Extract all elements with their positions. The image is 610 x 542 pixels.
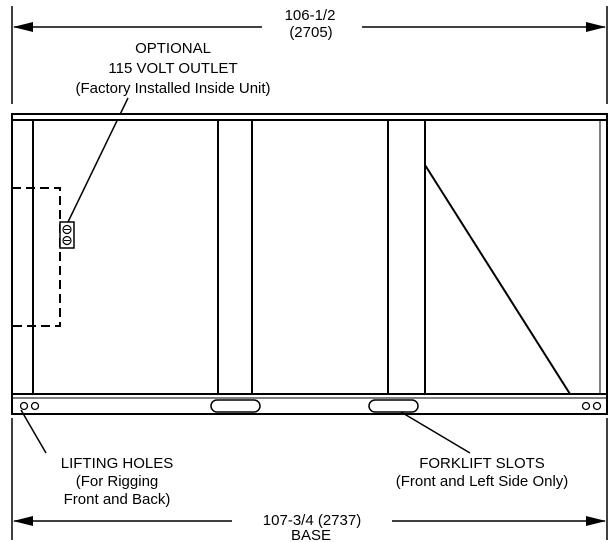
- diagonal-brace: [424, 164, 571, 395]
- base-width-label: 107-3/4 (2737): [263, 512, 361, 529]
- outlet-callout: OPTIONAL 115 VOLT OUTLET (Factory Instal…: [67, 40, 271, 223]
- lifting-hole-icon: [581, 401, 591, 411]
- lifting-holes-line2: (For Rigging: [76, 473, 159, 490]
- hidden-outlet-box: [12, 187, 61, 327]
- top-width-metric-label: (2705): [289, 24, 332, 41]
- lifting-hole-icon: [30, 401, 40, 411]
- forklift-slots-callout: FORKLIFT SLOTS (Front and Left Side Only…: [396, 455, 569, 490]
- lifting-holes-line1: LIFTING HOLES: [61, 455, 174, 472]
- lifting-holes-callout: LIFTING HOLES (For Rigging Front and Bac…: [61, 455, 174, 508]
- top-dim-arrow-left: [13, 22, 33, 32]
- lifting-hole-icon: [19, 401, 29, 411]
- unit-outline: [11, 119, 608, 395]
- lifting-hole-icon: [592, 401, 602, 411]
- lifting-holes-line3: Front and Back): [64, 491, 171, 508]
- base-rail: [11, 393, 608, 415]
- top-dimension: 106-1/2 (2705): [11, 6, 608, 104]
- outlet-callout-line2: 115 VOLT OUTLET: [108, 60, 237, 77]
- base-dim-arrow-right: [586, 516, 606, 526]
- top-width-label: 106-1/2: [285, 7, 336, 24]
- unit-body: [11, 113, 608, 415]
- top-dim-arrow-right: [586, 22, 606, 32]
- forklift-slots-line2: (Front and Left Side Only): [396, 473, 569, 490]
- forklift-slot-icon: [368, 399, 419, 413]
- outlet-receptacle-icon: [59, 221, 75, 249]
- lifting-holes-leader-line: [20, 409, 47, 454]
- outlet-callout-line3: (Factory Installed Inside Unit): [75, 80, 270, 97]
- outlet-callout-line1: OPTIONAL: [135, 40, 211, 57]
- base-dimension: 107-3/4 (2737) BASE: [11, 418, 608, 542]
- forklift-slots-leader-line: [400, 411, 471, 454]
- base-label: BASE: [291, 527, 331, 542]
- base-dim-arrow-left: [13, 516, 33, 526]
- forklift-slot-icon: [210, 399, 261, 413]
- forklift-slots-line1: FORKLIFT SLOTS: [419, 455, 545, 472]
